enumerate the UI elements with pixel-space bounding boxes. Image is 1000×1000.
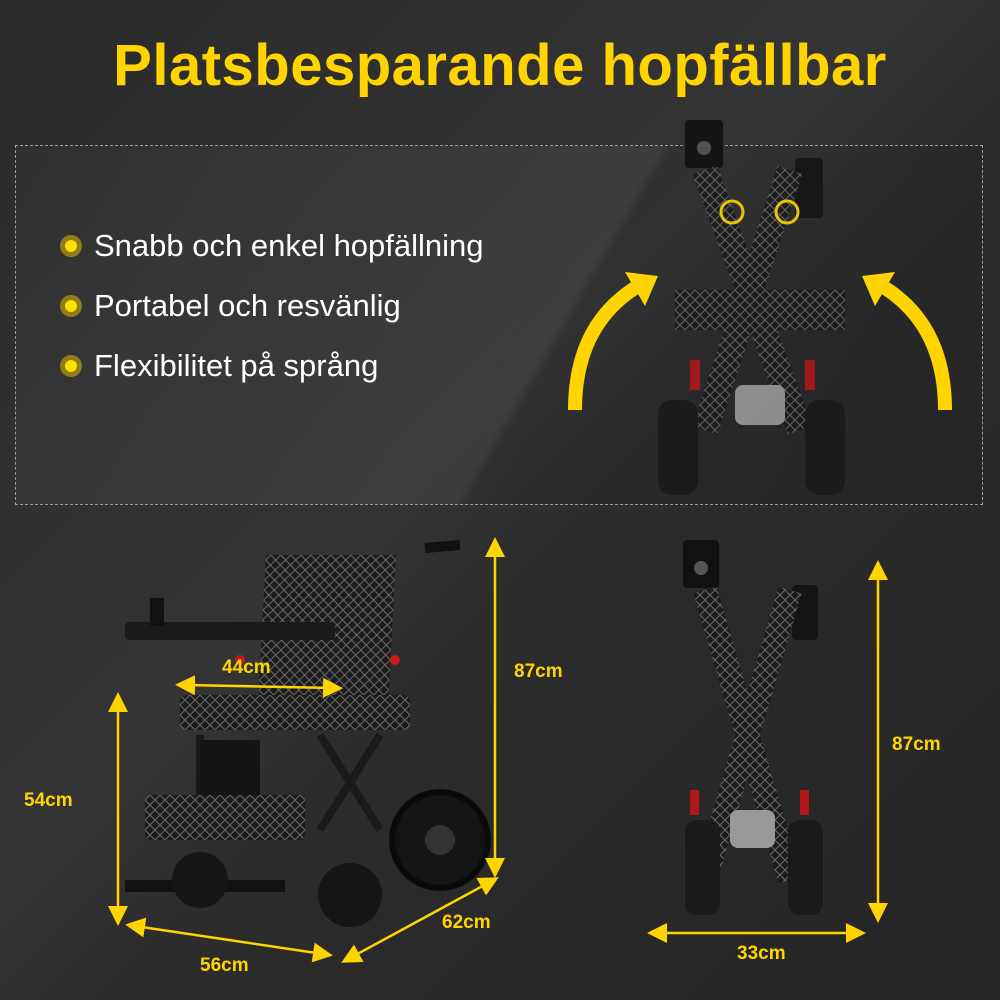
dim-height-folded: 87cm — [892, 734, 941, 755]
feature-item: Flexibilitet på språng — [60, 348, 378, 384]
bullet-icon — [60, 235, 82, 257]
dim-width: 56cm — [200, 955, 249, 976]
bullet-icon — [60, 295, 82, 317]
dim-line-width — [125, 917, 333, 963]
feature-item: Snabb och enkel hopfällning — [60, 228, 484, 264]
folded-wheelchair-top — [658, 120, 845, 495]
wheelchair-side-view — [125, 540, 491, 927]
bullet-icon — [60, 355, 82, 377]
feature-text: Portabel och resvänlig — [94, 288, 401, 323]
wheelchair-folded-front-view — [683, 540, 823, 915]
dim-line-depth — [341, 877, 499, 963]
dim-depth: 62cm — [442, 912, 491, 933]
feature-text: Flexibilitet på språng — [94, 348, 379, 383]
feature-item: Portabel och resvänlig — [60, 288, 401, 324]
dim-seat-height: 54cm — [24, 790, 73, 811]
feature-text: Snabb och enkel hopfällning — [94, 228, 484, 263]
fold-arrow-right-icon — [862, 272, 952, 411]
dim-height-unfolded: 87cm — [514, 661, 563, 682]
dim-line-seat-width — [175, 675, 343, 698]
page-title: Platsbesparande hopfällbar — [113, 33, 887, 98]
fold-arrow-left-icon — [568, 272, 658, 411]
dimension-lines — [108, 537, 888, 963]
dim-width-folded: 33cm — [737, 943, 786, 964]
dim-seat-width: 44cm — [222, 657, 271, 678]
